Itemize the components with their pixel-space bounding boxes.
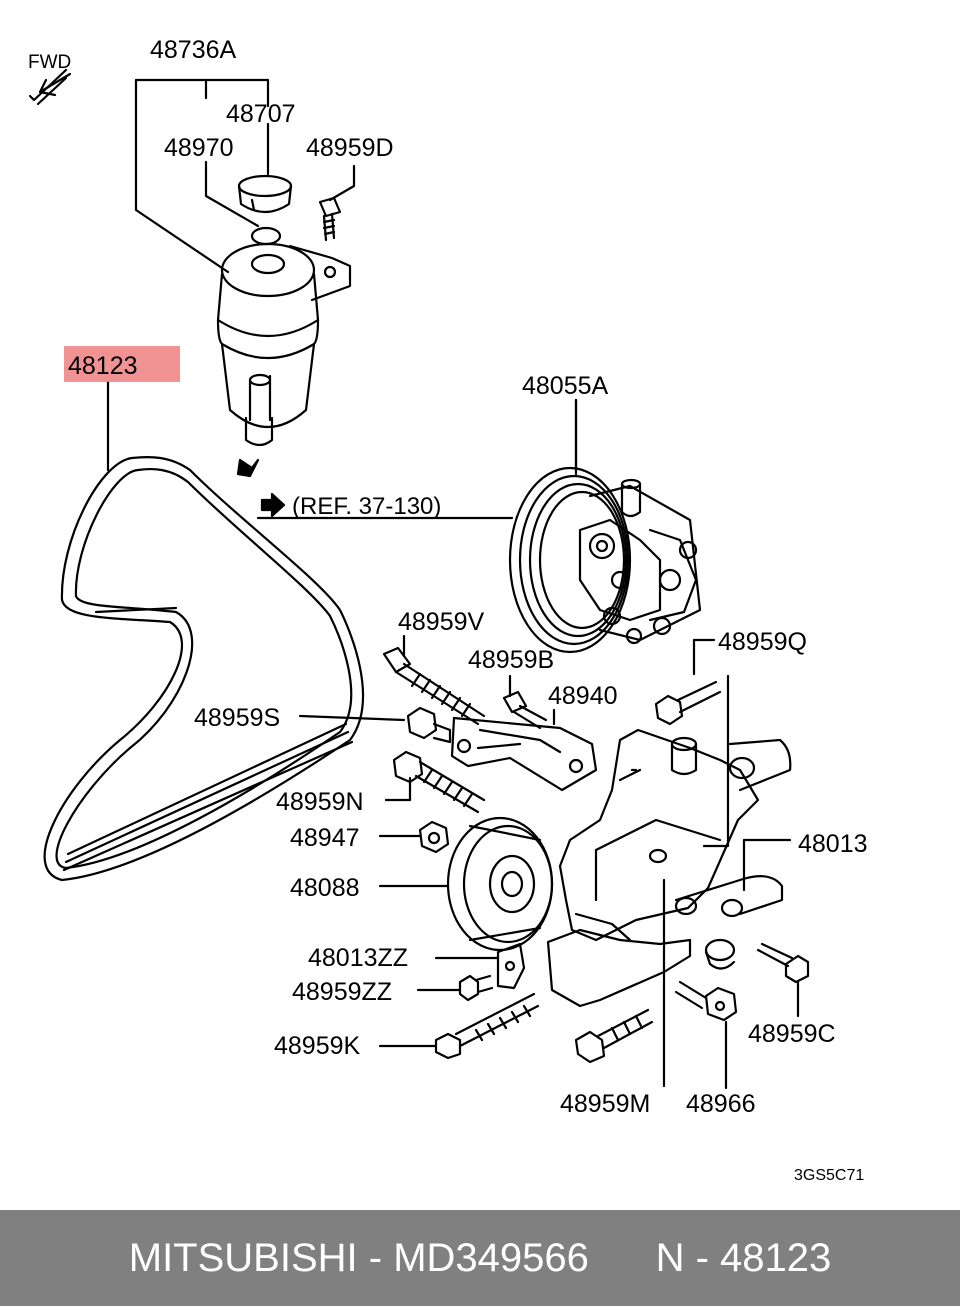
reference-number: 48123 bbox=[720, 1235, 832, 1280]
part-footer-bar: MITSUBISHI - MD349566 N - 48123 bbox=[0, 1210, 960, 1306]
bolt-48959ZZ bbox=[458, 974, 494, 1002]
fwd-arrow-icon bbox=[28, 68, 72, 106]
label-48959M[interactable]: 48959M bbox=[560, 1090, 650, 1118]
label-48959K[interactable]: 48959K bbox=[274, 1032, 361, 1060]
label-48959B[interactable]: 48959B bbox=[468, 646, 554, 674]
label-48736A[interactable]: 48736A bbox=[150, 36, 237, 64]
bolt-48959Q bbox=[654, 680, 722, 726]
leader-48959S bbox=[298, 714, 406, 722]
fwd-label: FWD bbox=[28, 52, 71, 73]
down-arrow-icon bbox=[236, 458, 260, 478]
label-48966[interactable]: 48966 bbox=[686, 1090, 756, 1118]
leader-48959Q bbox=[692, 638, 730, 848]
label-48947[interactable]: 48947 bbox=[290, 824, 360, 852]
label-48959V[interactable]: 48959V bbox=[398, 608, 485, 636]
o-ring bbox=[250, 226, 282, 246]
bolt-48959V bbox=[382, 646, 486, 726]
brand-name: MITSUBISHI bbox=[128, 1235, 358, 1280]
parts-diagram: FWD 48736A 48707 48970 48959D 48123 4805… bbox=[28, 36, 868, 1184]
part-number: MD349566 bbox=[393, 1235, 589, 1280]
label-48959C[interactable]: 48959C bbox=[748, 1020, 836, 1048]
separator: - bbox=[684, 1235, 721, 1280]
leader-48959N bbox=[384, 776, 412, 802]
drive-belt-48123 bbox=[43, 455, 365, 882]
separator: - bbox=[357, 1235, 394, 1280]
parts-diagram-svg: FWD 48736A 48707 48970 48959D 48123 4805… bbox=[28, 36, 868, 1184]
clip-48013ZZ bbox=[496, 942, 526, 990]
power-steering-pump-48055A bbox=[508, 398, 702, 654]
reservoir-cap bbox=[237, 174, 293, 214]
label-48013ZZ[interactable]: 48013ZZ bbox=[308, 944, 408, 972]
highlight-48123 bbox=[64, 346, 180, 382]
bolt-48959M bbox=[574, 1008, 654, 1064]
label-48959ZZ[interactable]: 48959ZZ bbox=[292, 978, 392, 1006]
callout-labels: FWD 48736A 48707 48970 48959D 48123 4805… bbox=[28, 36, 868, 1184]
bolt-48959D bbox=[318, 196, 342, 242]
leader-48959D bbox=[328, 164, 356, 202]
bolt-48959C bbox=[756, 942, 810, 984]
label-48123[interactable]: 48123 bbox=[68, 352, 138, 380]
leader-48736A bbox=[134, 78, 270, 274]
idler-pulley-48088 bbox=[446, 816, 554, 952]
label-48959S[interactable]: 48959S bbox=[194, 704, 280, 732]
label-48940[interactable]: 48940 bbox=[548, 682, 618, 710]
drawing-code: 3GS5C71 bbox=[794, 1167, 864, 1184]
ref-arrow-icon bbox=[260, 492, 286, 518]
bracket-48940 bbox=[450, 716, 598, 792]
reservoir-tank bbox=[216, 242, 352, 447]
bolt-48959N bbox=[392, 750, 486, 814]
pump-bracket-48013 bbox=[546, 728, 792, 1008]
label-48970[interactable]: 48970 bbox=[164, 134, 234, 162]
label-48959Q[interactable]: 48959Q bbox=[718, 628, 807, 656]
bolt-48959K bbox=[434, 992, 540, 1060]
label-48055A[interactable]: 48055A bbox=[522, 372, 609, 400]
label-48707[interactable]: 48707 bbox=[226, 100, 296, 128]
ref-label[interactable]: (REF. 37-130) bbox=[292, 493, 441, 520]
leader-48013 bbox=[742, 838, 792, 892]
leader-48970 bbox=[204, 160, 260, 228]
nut-48959S bbox=[406, 706, 452, 744]
label-48959N[interactable]: 48959N bbox=[276, 788, 364, 816]
nut-48947 bbox=[418, 820, 450, 854]
label-48959D[interactable]: 48959D bbox=[306, 134, 394, 162]
n-label: N bbox=[655, 1235, 685, 1280]
spacer bbox=[589, 1236, 656, 1281]
label-48088[interactable]: 48088 bbox=[290, 874, 360, 902]
bolt-48966 bbox=[674, 980, 738, 1022]
label-48013[interactable]: 48013 bbox=[798, 830, 868, 858]
